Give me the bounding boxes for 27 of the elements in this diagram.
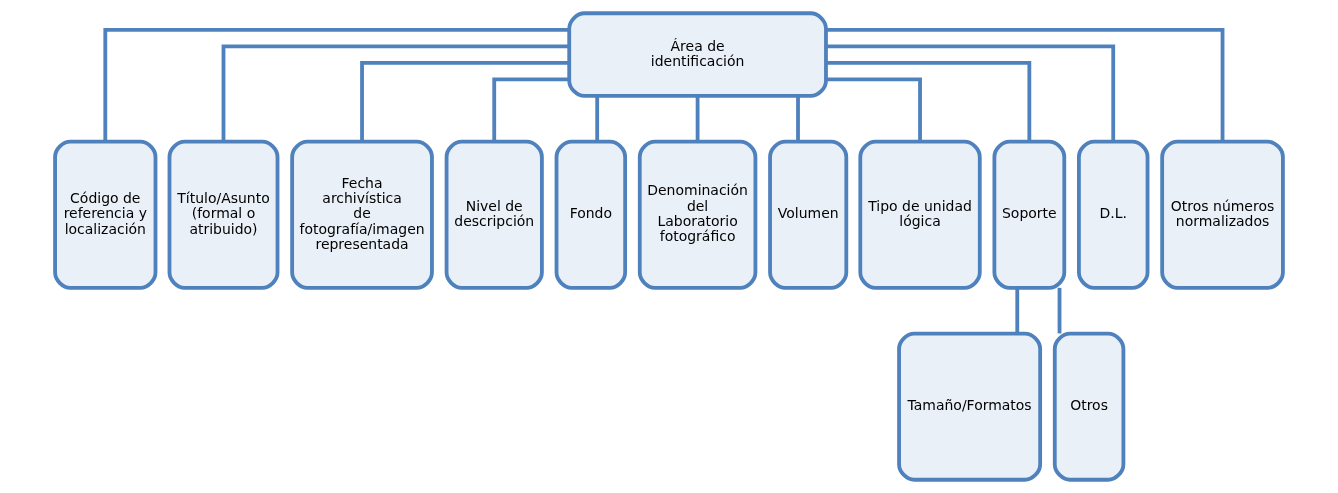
node-box: Fondo bbox=[554, 139, 628, 290]
node-box: Otros números normalizados bbox=[1160, 139, 1285, 290]
node-box: Tamaño/Formatos bbox=[897, 331, 1043, 482]
node-box: Código de referencia y localización bbox=[53, 139, 158, 290]
connector bbox=[1015, 287, 1020, 334]
node-box: Nivel de descripción bbox=[444, 139, 544, 290]
node-box: Área de identificación bbox=[567, 11, 828, 98]
node-box: Denominación del Laboratorio fotográfico bbox=[637, 139, 758, 290]
node-box: D.L. bbox=[1077, 139, 1150, 290]
connector bbox=[796, 96, 800, 142]
node-box: Soporte bbox=[992, 139, 1067, 290]
node-box: Volumen bbox=[768, 139, 849, 290]
connector bbox=[221, 44, 569, 142]
connector bbox=[695, 96, 700, 142]
connector bbox=[103, 27, 570, 142]
node-box: Tipo de unidad lógica bbox=[858, 139, 982, 290]
connector bbox=[826, 77, 922, 142]
connector bbox=[595, 96, 600, 142]
connector bbox=[360, 60, 569, 142]
node-box: Título/Asunto (formal o atribuido) bbox=[167, 139, 280, 290]
connector bbox=[492, 77, 569, 142]
connector bbox=[826, 44, 1116, 142]
connector bbox=[826, 27, 1225, 142]
connector bbox=[1057, 287, 1062, 334]
connector bbox=[826, 60, 1032, 142]
node-box: Fecha archivística de fotografía/imagen representada bbox=[290, 139, 434, 290]
node-box: Otros bbox=[1052, 331, 1126, 482]
